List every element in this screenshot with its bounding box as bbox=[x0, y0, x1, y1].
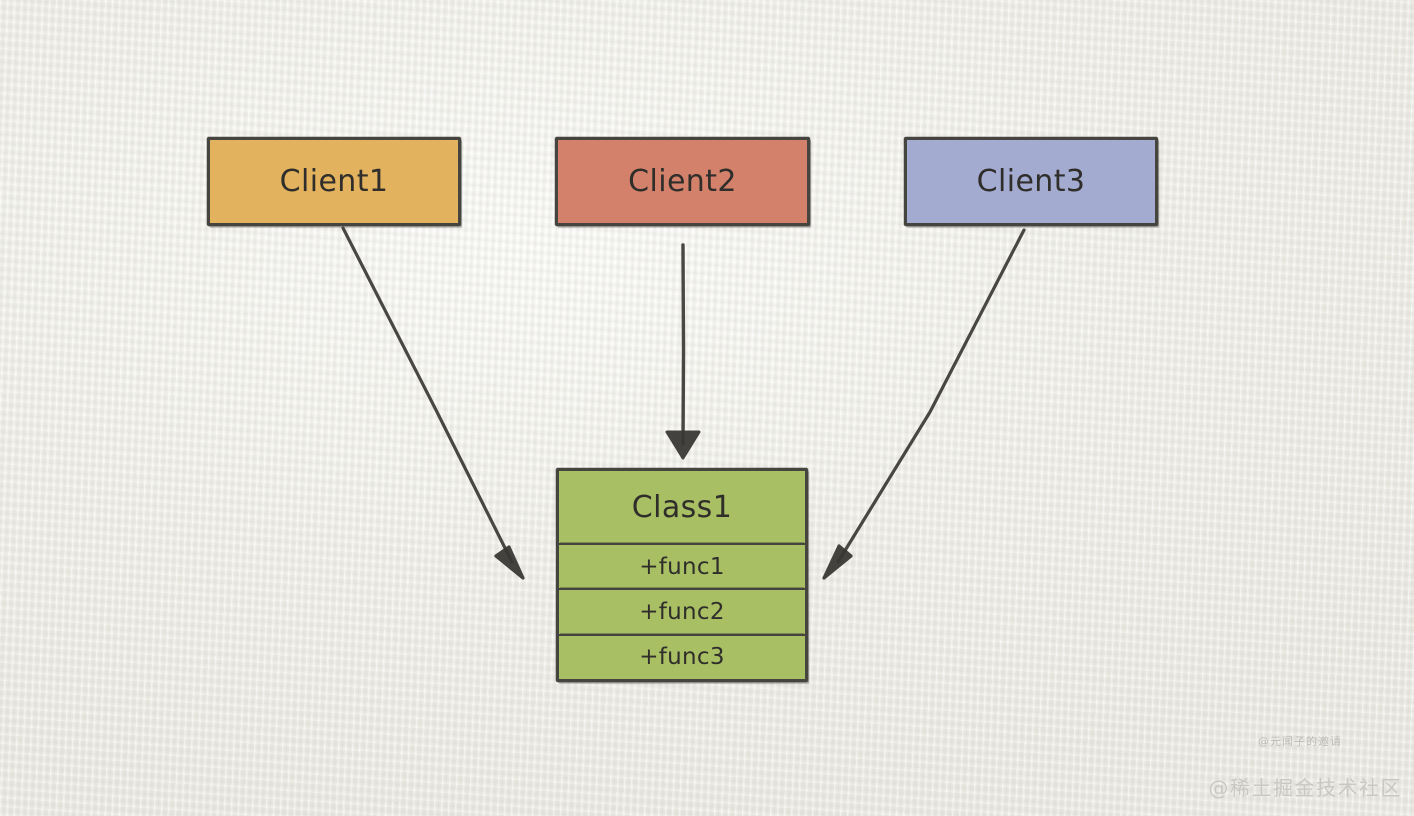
node-client3[interactable]: Client3 bbox=[904, 137, 1158, 226]
edge-client2-class1 bbox=[665, 243, 701, 460]
node-client3-label: Client3 bbox=[976, 163, 1086, 199]
class1-member-func1[interactable]: +func1 bbox=[559, 542, 805, 588]
edge-client3-class1 bbox=[822, 228, 1026, 580]
edge-client1-class1 bbox=[341, 226, 525, 580]
class1-member-func3[interactable]: +func3 bbox=[559, 632, 805, 679]
class1-title: Class1 bbox=[631, 489, 733, 525]
node-client1[interactable]: Client1 bbox=[207, 137, 461, 226]
node-client1-label: Client1 bbox=[279, 163, 389, 199]
watermark-site: @稀土掘金技术社区 bbox=[1208, 776, 1402, 800]
node-client2-label: Client2 bbox=[628, 163, 737, 199]
node-client2[interactable]: Client2 bbox=[555, 137, 810, 226]
node-class1[interactable]: Class1 +func1 +func2 +func3 bbox=[556, 468, 808, 682]
class1-member-func2[interactable]: +func2 bbox=[559, 587, 805, 633]
watermark-author: @元闻子的邀请 bbox=[1258, 735, 1342, 748]
